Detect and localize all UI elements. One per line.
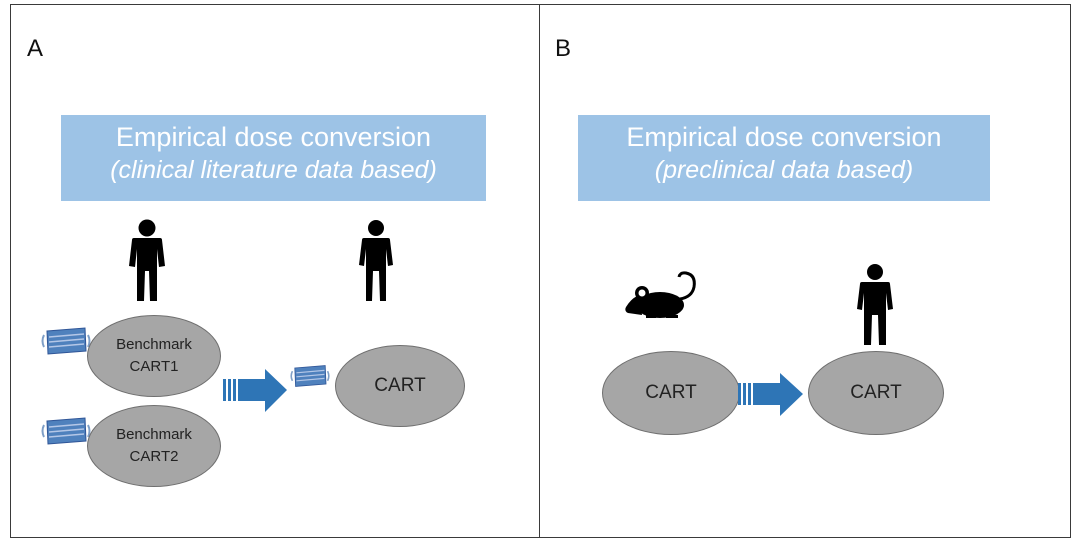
benchmark-cart2-oval: Benchmark CART2 (87, 405, 221, 487)
target-cart-label-a: CART (374, 375, 426, 396)
title-line1-b: Empirical dose conversion (626, 122, 942, 152)
benchmark-cart2-line1: Benchmark (116, 426, 192, 443)
title-line2-a: (clinical literature data based) (110, 156, 437, 184)
human-icon (359, 220, 393, 301)
benchmark-cart1-line1: Benchmark (116, 336, 192, 353)
title-line1-a: Empirical dose conversion (115, 122, 432, 152)
face-mask-icon (290, 365, 330, 387)
conversion-arrow (223, 369, 287, 412)
target-cart-oval-a: CART (335, 345, 465, 427)
target-cart-label-b: CART (850, 382, 902, 403)
mouse-icon (625, 271, 696, 318)
panel-b: B Empirical dose conversion (preclinical… (539, 4, 1071, 538)
benchmark-cart1-line2: CART1 (129, 358, 179, 375)
target-cart-oval-b: CART (808, 351, 944, 435)
title-box-a: Empirical dose conversion (clinical lite… (61, 115, 486, 201)
title-box-b: Empirical dose conversion (preclinical d… (578, 115, 990, 201)
panel-a: A Empirical dose conversion (clinical li… (10, 4, 540, 538)
source-cart-label-b: CART (645, 382, 697, 403)
human-icon (129, 219, 165, 301)
panel-letter-b: B (555, 35, 572, 62)
title-line2-b: (preclinical data based) (654, 156, 914, 184)
benchmark-cart2-line2: CART2 (129, 448, 179, 465)
face-mask-icon (41, 417, 91, 445)
panel-letter-a: A (27, 35, 44, 62)
face-mask-icon (41, 327, 91, 355)
source-cart-oval-b: CART (602, 351, 740, 435)
human-icon (857, 264, 893, 345)
conversion-arrow (738, 373, 803, 416)
benchmark-cart1-oval: Benchmark CART1 (87, 315, 221, 397)
